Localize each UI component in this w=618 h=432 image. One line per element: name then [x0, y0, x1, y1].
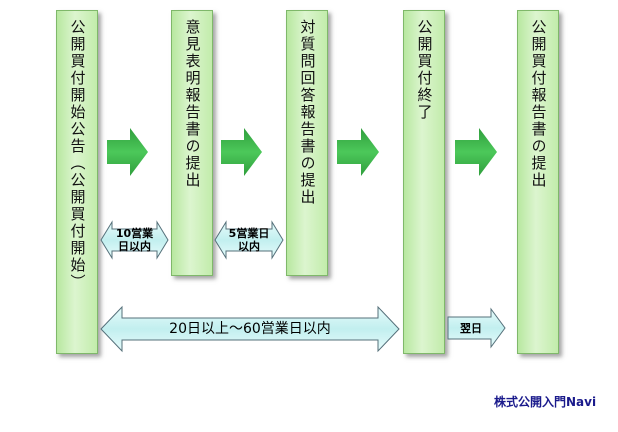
step-box-report: 公開買付報告書の提出: [517, 10, 559, 354]
flow-arrow-4: [455, 128, 497, 176]
interval-label-next-day: 翌日: [460, 322, 482, 335]
interval-arrow-next-day: [447, 307, 506, 349]
step-label-end: 公開買付終了: [415, 19, 434, 121]
interval-label-10days: 10営業 日以内: [112, 227, 157, 253]
interval-label-5days: 5営業日 以内: [223, 227, 275, 253]
brand-label: 株式公開入門Navi: [494, 395, 597, 409]
step-box-end: 公開買付終了: [403, 10, 445, 354]
interval-arrow-5days: [214, 220, 284, 260]
interval-label-5days-line1: 5営業日: [228, 227, 270, 240]
interval-label-5days-line2: 以内: [238, 240, 260, 253]
step-label-report: 公開買付報告書の提出: [529, 19, 548, 189]
interval-arrow-10days: [100, 220, 169, 260]
step-box-answer: 対質問回答報告書の提出: [286, 10, 328, 276]
flow-arrow-1: [107, 128, 148, 176]
flow-arrow-2: [221, 128, 262, 176]
interval-label-10days-line2: 日以内: [118, 240, 151, 253]
interval-label-span: 20日以上～60営業日以内: [169, 321, 331, 337]
step-label-opinion: 意見表明報告書の提出: [183, 19, 202, 189]
interval-arrow-span: [100, 305, 400, 353]
flow-arrow-3: [337, 128, 379, 176]
step-label-start: 公開買付開始公告（公開買付開始）: [68, 19, 87, 291]
step-box-opinion: 意見表明報告書の提出: [171, 10, 213, 276]
interval-label-10days-line1: 10営業: [115, 227, 154, 240]
step-box-start: 公開買付開始公告（公開買付開始）: [56, 10, 98, 354]
step-label-answer: 対質問回答報告書の提出: [298, 19, 317, 206]
